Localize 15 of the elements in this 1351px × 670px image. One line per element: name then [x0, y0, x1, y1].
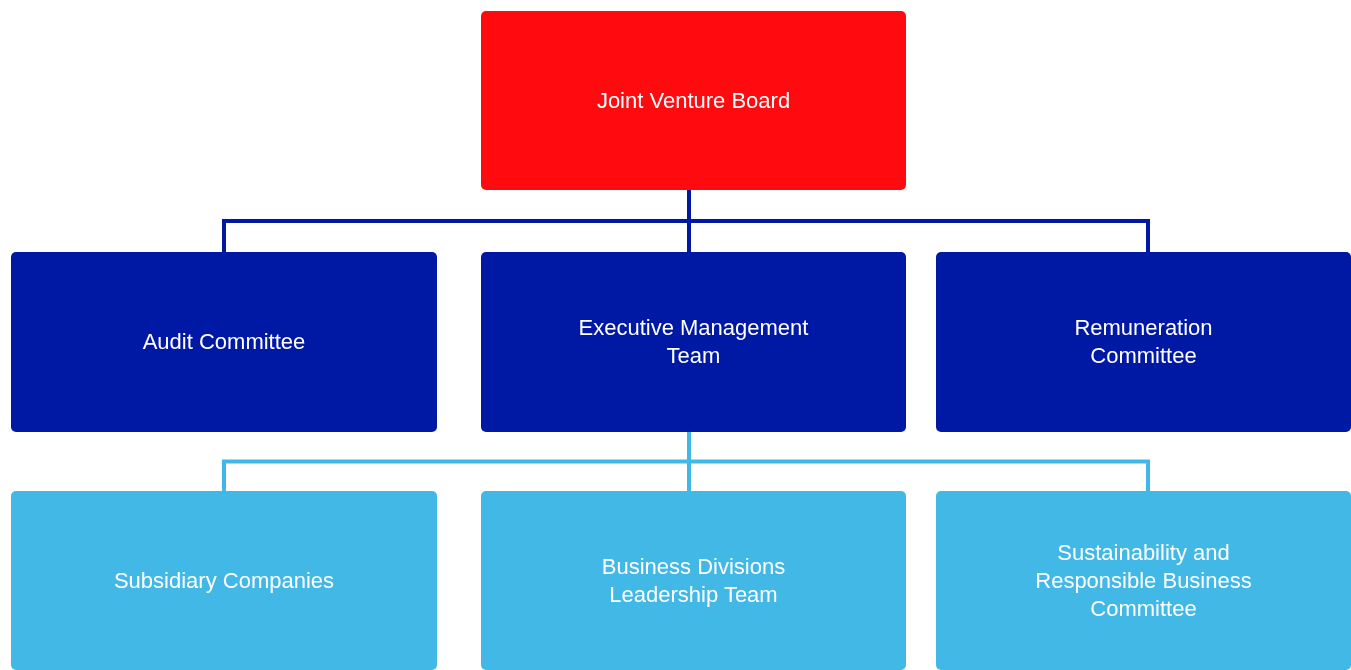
org-box — [11, 491, 437, 670]
connector-line — [687, 432, 1150, 491]
box-label: Audit Committee — [142, 328, 306, 356]
org-box — [481, 491, 906, 670]
org-box — [11, 252, 437, 432]
org-box — [481, 11, 906, 190]
box-label: Executive Management Team — [577, 314, 810, 370]
box-label: Business Divisions Leadership Team — [600, 552, 787, 609]
org-box — [936, 252, 1351, 432]
org-box — [936, 491, 1351, 670]
box-label: Remuneration Committee — [1073, 314, 1214, 370]
box-label: Sustainability and Responsible Business Committee — [1034, 538, 1253, 623]
org-box — [481, 252, 906, 432]
box-label: Subsidiary Companies — [113, 566, 335, 595]
box-label: Joint Venture Board — [596, 86, 791, 115]
